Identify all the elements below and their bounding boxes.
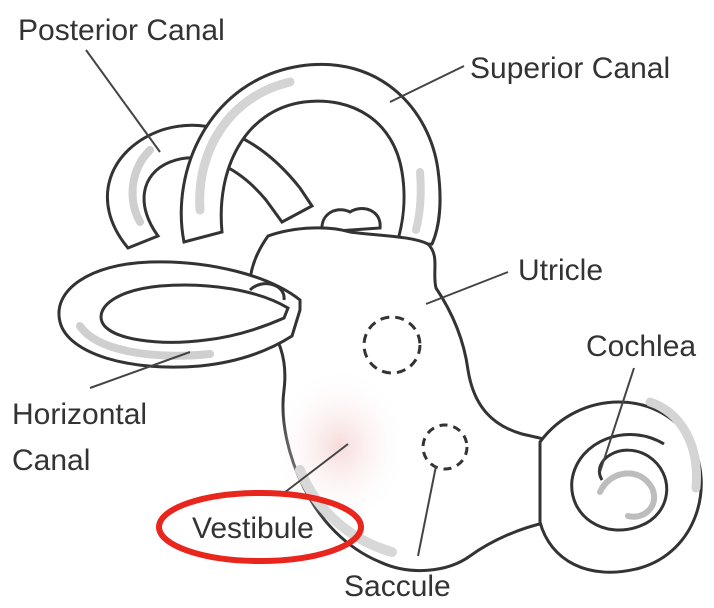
horizontal-canal-label-line1: Horizontal [12,398,147,431]
saccule-label: Saccule [344,570,451,603]
cochlea-spiral [540,402,701,572]
posterior-canal-label: Posterior Canal [18,14,225,47]
vestibule-label: Vestibule [192,512,314,545]
horizontal-canal-label-line2: Canal [12,444,90,477]
cochlea-label: Cochlea [586,330,696,363]
superior-canal-label: Superior Canal [470,52,670,85]
utricle-leader [426,272,508,304]
superior-canal [181,64,440,246]
posterior-canal-leader [86,50,160,152]
superior-canal-leader [390,66,464,102]
utricle-label: Utricle [518,254,603,287]
